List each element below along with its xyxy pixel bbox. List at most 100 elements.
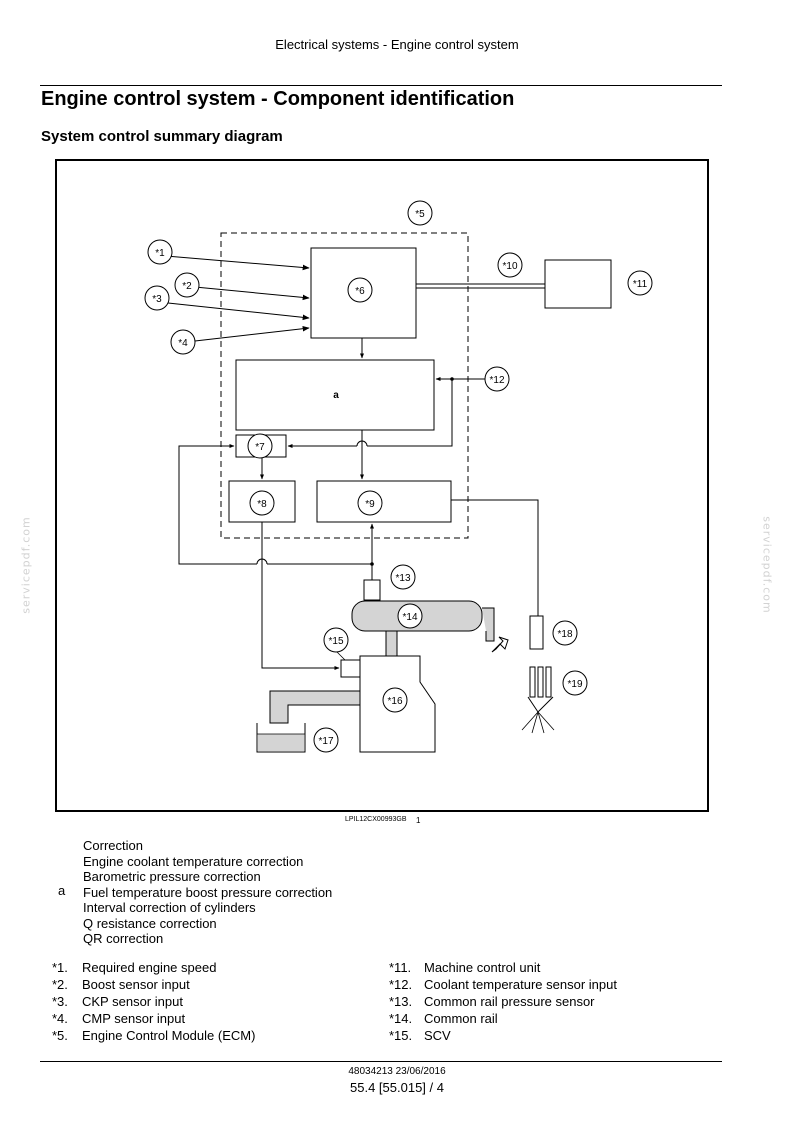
callout-13: *13 xyxy=(390,564,416,590)
legend-text: CMP sensor input xyxy=(82,1011,186,1026)
svg-text:*11: *11 xyxy=(633,279,648,290)
svg-text:*19: *19 xyxy=(567,679,582,690)
box-11 xyxy=(544,259,612,309)
legend-text: Coolant temperature sensor input xyxy=(424,977,617,992)
arrow-4 xyxy=(194,325,310,342)
injector-body-a xyxy=(529,666,536,698)
legend-text: Engine Control Module (ECM) xyxy=(82,1028,256,1043)
arrow-1 xyxy=(165,255,310,271)
legend-text: CKP sensor input xyxy=(82,994,183,1009)
callout-7: *7 xyxy=(247,433,273,459)
callout-5: *5 xyxy=(407,200,433,226)
svg-text:*18: *18 xyxy=(557,629,572,640)
legend-item: *15.SCV xyxy=(389,1027,617,1044)
legend-item: *3.CKP sensor input xyxy=(52,993,255,1010)
legend-number: *5. xyxy=(52,1028,68,1043)
svg-text:*1: *1 xyxy=(155,248,165,259)
callout-3: *3 xyxy=(144,285,170,311)
legend-number: *11. xyxy=(389,960,412,975)
arrow-3 xyxy=(167,302,310,321)
legend-number: *14. xyxy=(389,1011,413,1026)
sensor-18 xyxy=(529,615,544,650)
injector-body-b xyxy=(537,666,544,698)
svg-text:*14: *14 xyxy=(402,612,417,623)
svg-text:*2: *2 xyxy=(182,281,192,292)
callout-18: *18 xyxy=(552,620,578,646)
box-9 xyxy=(316,480,452,523)
ecm-boundary xyxy=(220,232,469,539)
callout-9: *9 xyxy=(357,490,383,516)
callout-14: *14 xyxy=(397,603,423,629)
spray-1 xyxy=(521,711,539,731)
bottom-rule xyxy=(40,1061,722,1062)
legend-number: *2. xyxy=(52,977,68,992)
svg-text:*3: *3 xyxy=(152,294,162,305)
legend-item: *2. Boost sensor input xyxy=(52,976,255,993)
callout-15: *15 xyxy=(323,627,349,653)
figure-number: 1 xyxy=(416,816,421,825)
callout-6: *6 xyxy=(347,277,373,303)
callout-10: *10 xyxy=(497,252,523,278)
legend-a-letter: a xyxy=(58,883,66,898)
diagram-title: System control summary diagram xyxy=(41,128,283,145)
callout-8: *8 xyxy=(249,490,275,516)
rail-supply-pipe xyxy=(385,630,398,657)
legend-text: Machine control unit xyxy=(424,960,541,975)
diagram-frame xyxy=(55,159,709,812)
legend-text: Required engine speed xyxy=(82,960,217,975)
legend-number: *13. xyxy=(389,994,413,1009)
legend-a-line: Engine coolant temperature correction xyxy=(83,853,304,869)
legend-text: Boost sensor input xyxy=(82,977,190,992)
legend-number: *15. xyxy=(389,1028,413,1043)
svg-text:*16: *16 xyxy=(387,696,402,707)
injector-nozzle xyxy=(527,696,554,713)
svg-text:*6: *6 xyxy=(355,286,365,297)
line-9-18 xyxy=(451,499,539,616)
legend-item: *4.CMP sensor input xyxy=(52,1010,255,1027)
scv xyxy=(340,659,361,678)
svg-text:*9: *9 xyxy=(365,499,375,510)
rail-outlet-pipe xyxy=(482,607,495,642)
page-title: Engine control system - Component identi… xyxy=(41,88,515,110)
callout-12: *12 xyxy=(484,366,510,392)
section-header: Electrical systems - Engine control syst… xyxy=(275,37,519,52)
injector-body-c xyxy=(545,666,552,698)
document-code: 48034213 23/06/2016 xyxy=(348,1066,446,1077)
watermark-right: servicepdf.com xyxy=(760,516,774,614)
legend-a-line: Barometric pressure correction xyxy=(83,869,261,884)
legend-item: *12. Coolant temperature sensor input xyxy=(389,976,617,993)
fuel-tank xyxy=(256,723,306,753)
fuel-level xyxy=(258,734,304,751)
legend-a-line: Fuel temperature boost pressure correcti… xyxy=(83,884,333,900)
callout-1: *1 xyxy=(147,239,173,265)
legend-a-line: Interval correction of cylinders xyxy=(83,900,256,915)
rail-pressure-sensor xyxy=(363,579,381,601)
callout-2: *2 xyxy=(174,272,200,298)
legend-a-line: Correction xyxy=(83,838,143,853)
legend-item: *13. Common rail pressure sensor xyxy=(389,993,617,1010)
legend-a-list: Correction Engine coolant temperature co… xyxy=(83,838,332,947)
svg-text:*13: *13 xyxy=(395,573,410,584)
legend-text: Common rail xyxy=(424,1011,498,1026)
fuel-pipe xyxy=(269,690,361,724)
svg-text:*4: *4 xyxy=(178,338,188,349)
callout-16: *16 xyxy=(382,687,408,713)
callout-19: *19 xyxy=(562,670,588,696)
spray-3 xyxy=(537,711,545,734)
legend-item: *11. Machine control unit xyxy=(389,959,617,976)
line-8-15 xyxy=(261,522,340,670)
legend-right-column: *11. Machine control unit *12. Coolant tem… xyxy=(389,959,617,1044)
legend-left-column: *1.Required engine speed *2.Boost sensor… xyxy=(52,959,255,1044)
figure-reference: LPIL12CX00993GB xyxy=(345,816,407,823)
svg-text:*8: *8 xyxy=(257,499,267,510)
legend-item: *5. Engine Control Module (ECM) xyxy=(52,1027,255,1044)
flow-arrow xyxy=(491,636,509,653)
legend-text: Common rail pressure sensor xyxy=(424,994,595,1009)
callout-4: *4 xyxy=(170,329,196,355)
svg-text:*12: *12 xyxy=(489,375,504,386)
callout-17: *17 xyxy=(313,727,339,753)
spray-2 xyxy=(531,711,539,734)
svg-text:*17: *17 xyxy=(318,736,333,747)
legend-number: *12. xyxy=(389,977,413,992)
